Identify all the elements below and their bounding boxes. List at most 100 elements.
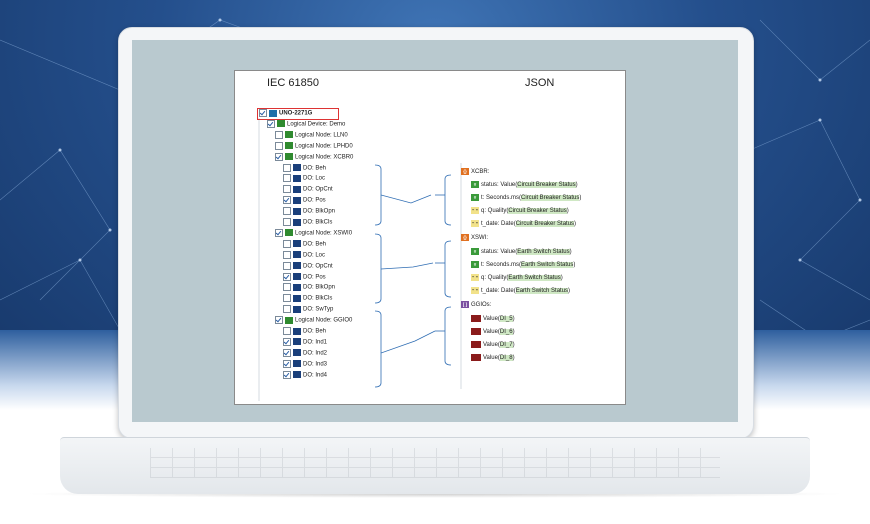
- node-checkbox[interactable]: [283, 250, 291, 259]
- iec-tree-node[interactable]: DO: Beh: [283, 239, 326, 249]
- iec-node-label: Logical Device: Demo: [287, 121, 346, 128]
- node-checkbox[interactable]: [275, 130, 283, 139]
- node-checkbox[interactable]: [283, 294, 291, 303]
- node-checkbox[interactable]: [275, 316, 283, 325]
- iec-node-label: Logical Node: LPHD0: [295, 143, 353, 150]
- json-tree-node[interactable]: Value(DI_8): [471, 354, 515, 363]
- json-tree-node[interactable]: [ ]GGIOs:: [461, 301, 491, 310]
- do-icon: [293, 174, 301, 182]
- iec-tree-node[interactable]: DO: Loc: [283, 250, 325, 260]
- json-node-label: t_date: Date(: [481, 221, 516, 228]
- arr-icon: [ ]: [461, 301, 469, 308]
- num-icon: #: [471, 261, 479, 268]
- iec-node-label: Logical Node: LLN0: [295, 132, 348, 139]
- json-tree-node[interactable]: Value(DI_5): [471, 315, 515, 324]
- do-icon: [293, 185, 301, 193]
- node-checkbox[interactable]: [283, 283, 291, 292]
- json-tree-node[interactable]: Value(DI_7): [471, 341, 515, 350]
- do-icon: [293, 349, 301, 357]
- json-tree-node[interactable]: “ ”t_date: Date(Earth Switch Status): [471, 287, 570, 296]
- json-node-suffix: ): [512, 316, 515, 323]
- iec-tree-node[interactable]: Logical Device: Demo: [267, 119, 346, 129]
- node-checkbox[interactable]: [283, 359, 291, 368]
- json-node-highlight: Circuit Breaker Status: [521, 195, 580, 202]
- node-checkbox[interactable]: [275, 141, 283, 150]
- iec-tree-node[interactable]: DO: Ind2: [283, 348, 328, 358]
- do-icon: [293, 273, 301, 280]
- node-checkbox[interactable]: [283, 239, 291, 248]
- iec-node-label: DO: BlkCls: [303, 219, 333, 226]
- iec-tree-node[interactable]: UNO-2271G: [259, 109, 312, 118]
- iec-tree-node[interactable]: Logical Node: XSWI0: [275, 228, 352, 238]
- node-checkbox[interactable]: [283, 370, 291, 379]
- str-icon: “ ”: [471, 207, 479, 214]
- json-tree-node[interactable]: #status: Value(Circuit Breaker Status): [471, 181, 578, 190]
- node-checkbox[interactable]: [283, 185, 291, 194]
- iec-tree-node[interactable]: DO: Beh: [283, 327, 326, 336]
- iec-tree-node[interactable]: DO: SwTyp: [283, 305, 333, 314]
- iec-node-label: Logical Node: XCBR0: [295, 154, 354, 161]
- do-icon: [293, 164, 301, 171]
- iec-tree-node[interactable]: DO: Ind4: [283, 370, 328, 380]
- json-node-label: status: Value(: [481, 182, 518, 189]
- iec-tree-node[interactable]: Logical Node: LLN0: [275, 130, 348, 140]
- node-checkbox[interactable]: [267, 119, 275, 128]
- json-tree-node[interactable]: Value(DI_6): [471, 328, 515, 337]
- json-tree-node[interactable]: “ ”q: Quality(Earth Switch Status): [471, 274, 563, 283]
- node-checkbox[interactable]: [259, 109, 267, 117]
- num-icon: #: [471, 181, 479, 188]
- json-node-suffix: ): [512, 329, 515, 336]
- iec-node-label: DO: Ind4: [303, 372, 328, 379]
- do-icon: [293, 294, 301, 302]
- node-checkbox[interactable]: [275, 152, 283, 161]
- iec-node-label: DO: Ind1: [303, 339, 328, 346]
- iec-tree-node[interactable]: DO: Ind1: [283, 337, 328, 347]
- json-tree-node[interactable]: {}XSWI:: [461, 234, 488, 243]
- do-icon: [293, 240, 301, 248]
- iec-tree-node[interactable]: DO: BlkCls: [283, 218, 332, 227]
- iec-tree-node[interactable]: DO: Ind3: [283, 359, 327, 369]
- node-checkbox[interactable]: [283, 272, 291, 281]
- iec-tree-node[interactable]: DO: BlkCls: [283, 294, 332, 303]
- json-tree-node[interactable]: #status: Value(Earth Switch Status): [471, 248, 572, 257]
- iec-tree-node[interactable]: DO: OpCnt: [283, 185, 333, 194]
- iec-node-label: UNO-2271G: [279, 110, 313, 117]
- node-checkbox[interactable]: [283, 348, 291, 357]
- do-icon: [293, 283, 301, 291]
- ied-icon: [269, 109, 277, 117]
- json-node-suffix: ): [568, 288, 571, 295]
- node-checkbox[interactable]: [283, 218, 291, 226]
- node-checkbox[interactable]: [283, 337, 291, 346]
- node-checkbox[interactable]: [283, 207, 291, 216]
- node-checkbox[interactable]: [283, 163, 291, 172]
- val-icon: [471, 328, 481, 335]
- node-checkbox[interactable]: [283, 305, 291, 314]
- node-checkbox[interactable]: [283, 327, 291, 335]
- json-node-highlight: Circuit Breaker Status: [515, 221, 575, 228]
- iec-node-label: DO: Ind2: [303, 350, 328, 357]
- json-tree-node[interactable]: #t: Seconds.ms(Earth Switch Status): [471, 261, 575, 270]
- iec-tree-node[interactable]: DO: OpCnt: [283, 261, 333, 271]
- node-checkbox[interactable]: [283, 261, 291, 270]
- iec-tree-node[interactable]: DO: Pos: [283, 196, 326, 205]
- iec-tree-node[interactable]: DO: Pos: [283, 272, 326, 282]
- iec-tree-node[interactable]: DO: Beh: [283, 163, 326, 173]
- iec-tree-node[interactable]: Logical Node: LPHD0: [275, 141, 353, 151]
- keyboard: [150, 448, 720, 478]
- iec-tree-node[interactable]: Logical Node: GGIO0: [275, 316, 352, 325]
- node-checkbox[interactable]: [283, 196, 291, 205]
- json-node-highlight: Earth Switch Status: [508, 275, 561, 282]
- json-node-label: q: Quality(: [481, 208, 509, 215]
- iec-tree-node[interactable]: Logical Node: XCBR0: [275, 152, 354, 162]
- json-tree-node[interactable]: {}XCBR:: [461, 168, 489, 177]
- node-checkbox[interactable]: [283, 174, 291, 183]
- node-checkbox[interactable]: [275, 228, 283, 237]
- json-tree-node[interactable]: #t: Seconds.ms(Circuit Breaker Status): [471, 194, 581, 203]
- do-icon: [293, 338, 301, 346]
- json-tree-node[interactable]: “ ”q: Quality(Circuit Breaker Status): [471, 207, 569, 216]
- iec-tree-node[interactable]: DO: BlkOpn: [283, 283, 335, 292]
- iec-tree-node[interactable]: DO: Loc: [283, 174, 325, 183]
- json-tree-node[interactable]: “ ”t_date: Date(Circuit Breaker Status): [471, 220, 576, 229]
- iec-node-label: DO: BlkOpn: [303, 284, 336, 291]
- iec-tree-node[interactable]: DO: BlkOpn: [283, 207, 335, 216]
